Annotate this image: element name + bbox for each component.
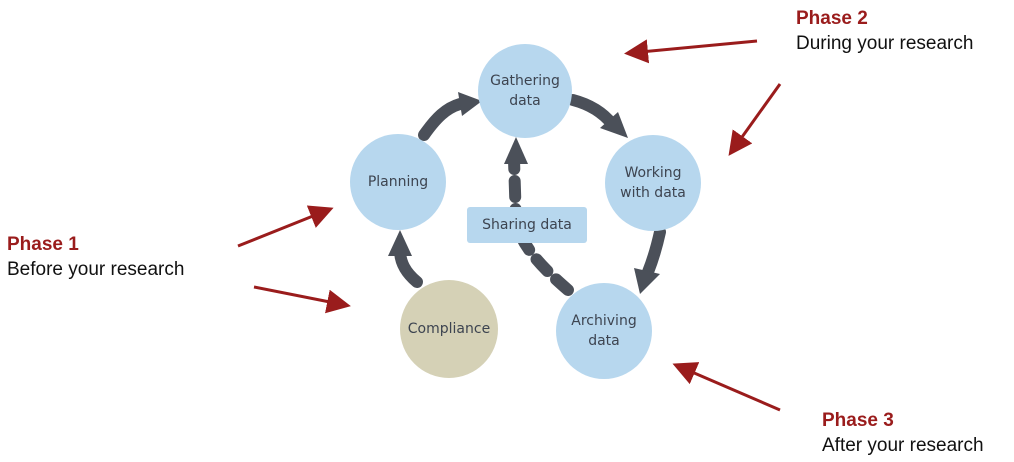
phase1-label: Phase 1 Before your research <box>7 233 184 283</box>
node-compliance-label: Compliance <box>407 321 491 337</box>
phase3-desc: After your research <box>822 435 984 456</box>
node-gathering-label: Gathering data <box>490 73 560 109</box>
arrow-working-to-archiving <box>634 226 666 294</box>
phase3-title: Phase 3 <box>822 410 894 431</box>
phase1-title: Phase 1 <box>7 234 79 255</box>
phase3-label: Phase 3 After your research <box>822 409 984 459</box>
arrow-planning-to-gathering <box>418 92 482 141</box>
node-working-label: Working with data <box>620 165 686 201</box>
node-sharing-label: Sharing data <box>482 217 572 233</box>
node-planning-label: Planning <box>367 174 429 190</box>
phase2-arrow-to-gathering <box>624 39 758 64</box>
node-compliance: Compliance <box>400 280 498 378</box>
node-archiving-label: Archiving data <box>571 313 637 349</box>
arrow-compliance-to-planning <box>388 230 423 288</box>
phase2-arrow-to-working <box>728 83 782 156</box>
node-gathering-data: Gathering data <box>478 44 572 138</box>
phase2-label: Phase 2 During your research <box>796 7 973 57</box>
phase2-desc: During your research <box>796 33 974 54</box>
node-working-with-data: Working with data <box>605 135 701 231</box>
arrow-gathering-to-working <box>567 94 628 138</box>
phase2-title: Phase 2 <box>796 8 868 29</box>
node-archiving-data: Archiving data <box>556 283 652 379</box>
phase1-desc: Before your research <box>7 259 185 280</box>
node-sharing-data: Sharing data <box>467 207 587 243</box>
node-planning: Planning <box>350 134 446 230</box>
phase1-arrow-to-compliance <box>253 285 351 314</box>
phase3-arrow-to-archiving <box>672 362 781 412</box>
phase1-arrow-to-planning <box>237 205 334 248</box>
